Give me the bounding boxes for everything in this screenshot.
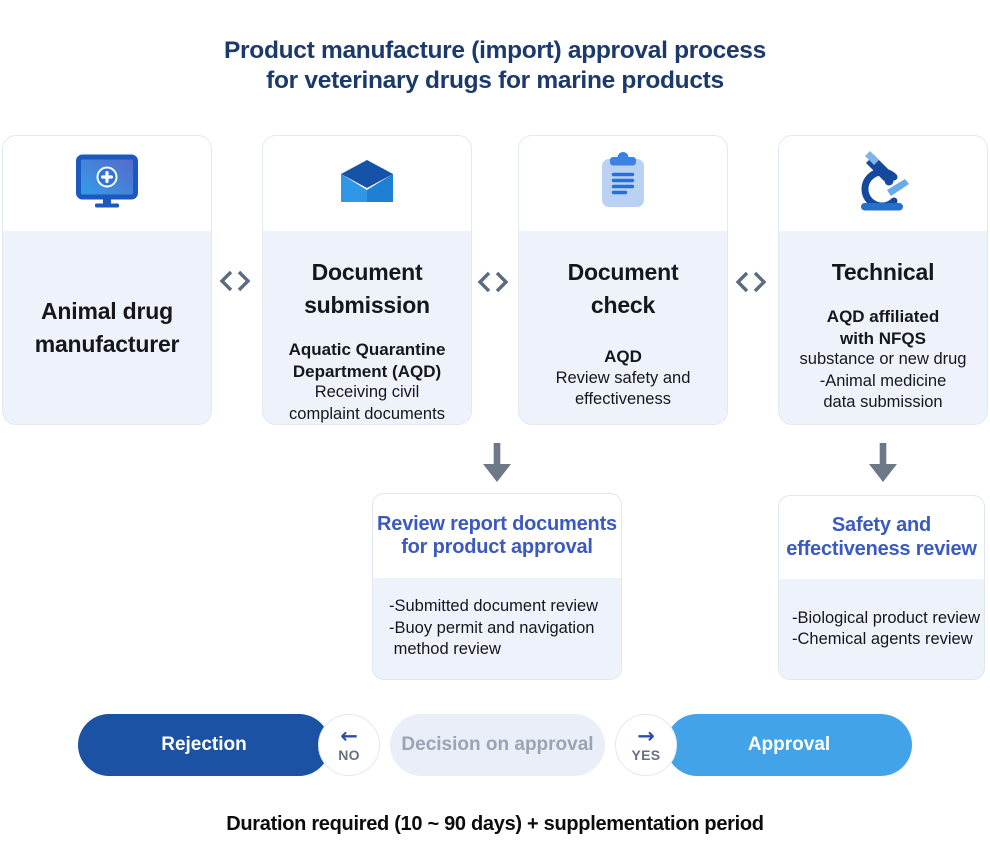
page-title: Product manufacture (import) approval pr… [0,36,990,96]
card-subtitle: substance or new drug -Animal medicine d… [799,350,967,411]
yes-label: YES [631,747,661,763]
duration-caption: Duration required (10 ~ 90 days) + suppl… [226,813,764,835]
step-card-manufacturer: Animal drug manufacturer [2,135,212,425]
card-title: Animal drug manufacturer [34,297,180,357]
subcard-body: -Submitted document review -Buoy permit … [389,597,599,659]
yes-circle: → YES [615,714,677,776]
card-title: Document submission [304,259,430,318]
card-subtitle-bold: Aquatic Quarantine Department (AQD) [288,340,446,381]
card-subtitle: Review safety and effectiveness [555,368,691,409]
safety-review-card: Safety and effectiveness review -Biologi… [778,495,985,680]
card-subtitle-bold: AQD [604,347,642,366]
card-icon-area [3,136,211,231]
card-title: Technical [831,259,935,285]
down-arrow-icon [480,443,514,483]
microscope-icon [853,150,913,217]
card-icon-area [263,136,471,231]
rejection-pill: Rejection [78,714,330,776]
open-envelope-icon [338,157,396,210]
no-label: NO [338,747,360,763]
subcard-body: -Biological product review -Chemical age… [792,608,981,649]
subcard-heading: Safety and effectiveness review [779,496,984,579]
right-arrow-icon: → [637,724,655,748]
chevrons-icon [734,269,768,295]
decision-pill: Decision on approval [390,714,605,776]
card-icon-area [519,136,727,231]
no-circle: ← NO [318,714,380,776]
page-title-line1: Product manufacture (import) approval pr… [224,37,766,64]
card-subtitle-bold: AQD affiliated with NFQS [826,307,940,348]
card-title: Document check [567,259,679,318]
review-report-card: Review report documents for product appr… [372,493,622,680]
step-card-document-check: Document check AQD Review safety and eff… [518,135,728,425]
step-card-technical: Technical AQD affiliated with NFQS subst… [778,135,988,425]
medical-monitor-icon [74,154,140,213]
subcard-heading: Review report documents for product appr… [373,494,621,578]
step-card-document-submission: Document submission Aquatic Quarantine D… [262,135,472,425]
page-title-line2: for veterinary drugs for marine products [266,67,724,94]
card-subtitle: Receiving civil complaint documents [289,383,445,423]
clipboard-icon [599,151,647,215]
down-arrow-icon [866,443,900,483]
card-icon-area [779,136,987,231]
left-arrow-icon: ← [340,724,358,748]
chevrons-icon [218,268,252,294]
chevrons-icon [476,269,510,295]
approval-pill: Approval [666,714,912,776]
